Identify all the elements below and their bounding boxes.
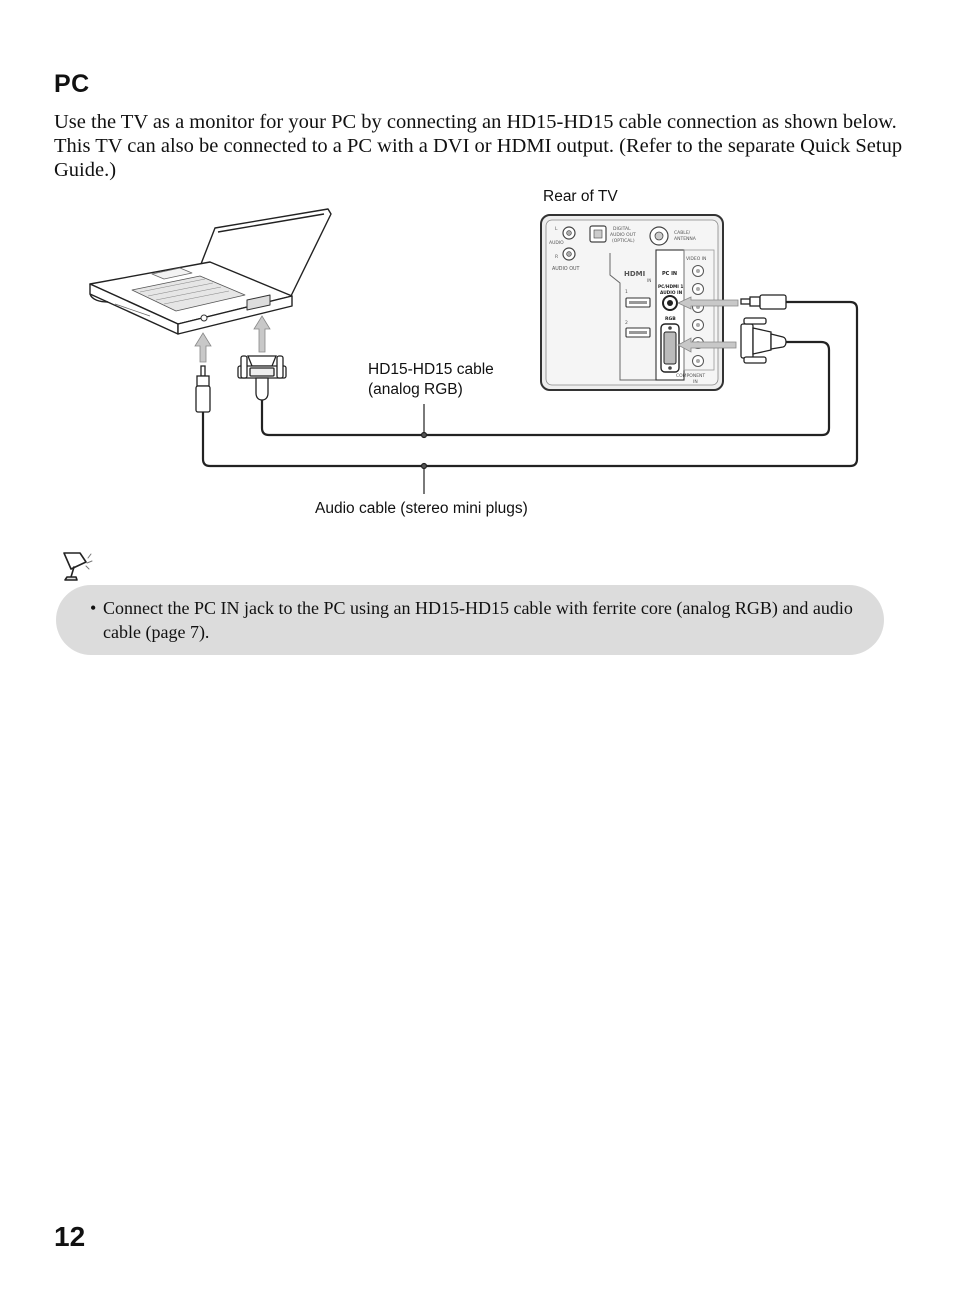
rgb-cable bbox=[260, 340, 831, 437]
vga-plug-tv-end bbox=[740, 317, 787, 364]
panel-label-hdmi2: 2 bbox=[625, 320, 628, 326]
panel-label-audio: AUDIO bbox=[549, 240, 564, 246]
panel-label-r: R bbox=[555, 254, 558, 260]
note-text: Connect the PC IN jack to the PC using a… bbox=[103, 598, 853, 642]
panel-label-cable: CABLE/ bbox=[674, 230, 691, 236]
panel-label-audio-in: AUDIO IN bbox=[660, 290, 683, 296]
desk-lamp-icon bbox=[63, 552, 93, 581]
tv-rear-panel: L AUDIO R AUDIO OUT DIGITAL AUDIO OUT (O… bbox=[540, 214, 724, 391]
rgb-cable-label-line2: (analog RGB) bbox=[368, 381, 463, 398]
laptop-illustration bbox=[89, 208, 332, 335]
note-box bbox=[56, 585, 884, 655]
panel-label-rgb: RGB bbox=[665, 316, 676, 322]
panel-label-digital-out: AUDIO OUT bbox=[610, 232, 636, 238]
panel-label-pc-in: PC IN bbox=[662, 271, 677, 277]
rgb-cable-label-line1: HD15-HD15 cable bbox=[368, 361, 494, 378]
panel-label-hdmi1: 1 bbox=[625, 289, 628, 295]
panel-label-l: L bbox=[555, 226, 558, 232]
intro-paragraph: Use the TV as a monitor for your PC by c… bbox=[54, 111, 903, 181]
audio-plug-pc-end bbox=[195, 365, 211, 413]
note-bullet: • bbox=[90, 598, 97, 618]
audio-cable bbox=[201, 300, 859, 468]
rear-of-tv-label: Rear of TV bbox=[543, 188, 618, 205]
audio-plug-tv-end bbox=[740, 294, 787, 310]
page-number: 12 bbox=[54, 1221, 86, 1252]
laptop-arrows bbox=[194, 315, 271, 363]
tv-arrows bbox=[677, 296, 739, 353]
panel-label-component-in: IN bbox=[693, 379, 698, 385]
panel-label-optical: (OPTICAL) bbox=[612, 238, 635, 244]
note-item: • Connect the PC IN jack to the PC using… bbox=[90, 597, 860, 644]
panel-label-audio-out: AUDIO OUT bbox=[552, 266, 579, 272]
section-heading: PC bbox=[54, 70, 90, 98]
panel-label-video-in: VIDEO IN bbox=[686, 256, 706, 262]
panel-label-digital: DIGITAL bbox=[613, 226, 631, 232]
panel-label-hdmi: HDMI bbox=[624, 270, 645, 278]
panel-label-hdmi-in: IN bbox=[647, 278, 651, 283]
vga-plug-pc-end bbox=[237, 355, 287, 401]
panel-label-antenna: ANTENNA bbox=[674, 236, 697, 242]
audio-cable-label: Audio cable (stereo mini plugs) bbox=[315, 500, 528, 517]
label-leaders bbox=[420, 404, 428, 494]
panel-label-pc-hdmi: PC/HDMI 1 bbox=[658, 284, 683, 290]
panel-label-component: COMPONENT bbox=[676, 373, 705, 379]
